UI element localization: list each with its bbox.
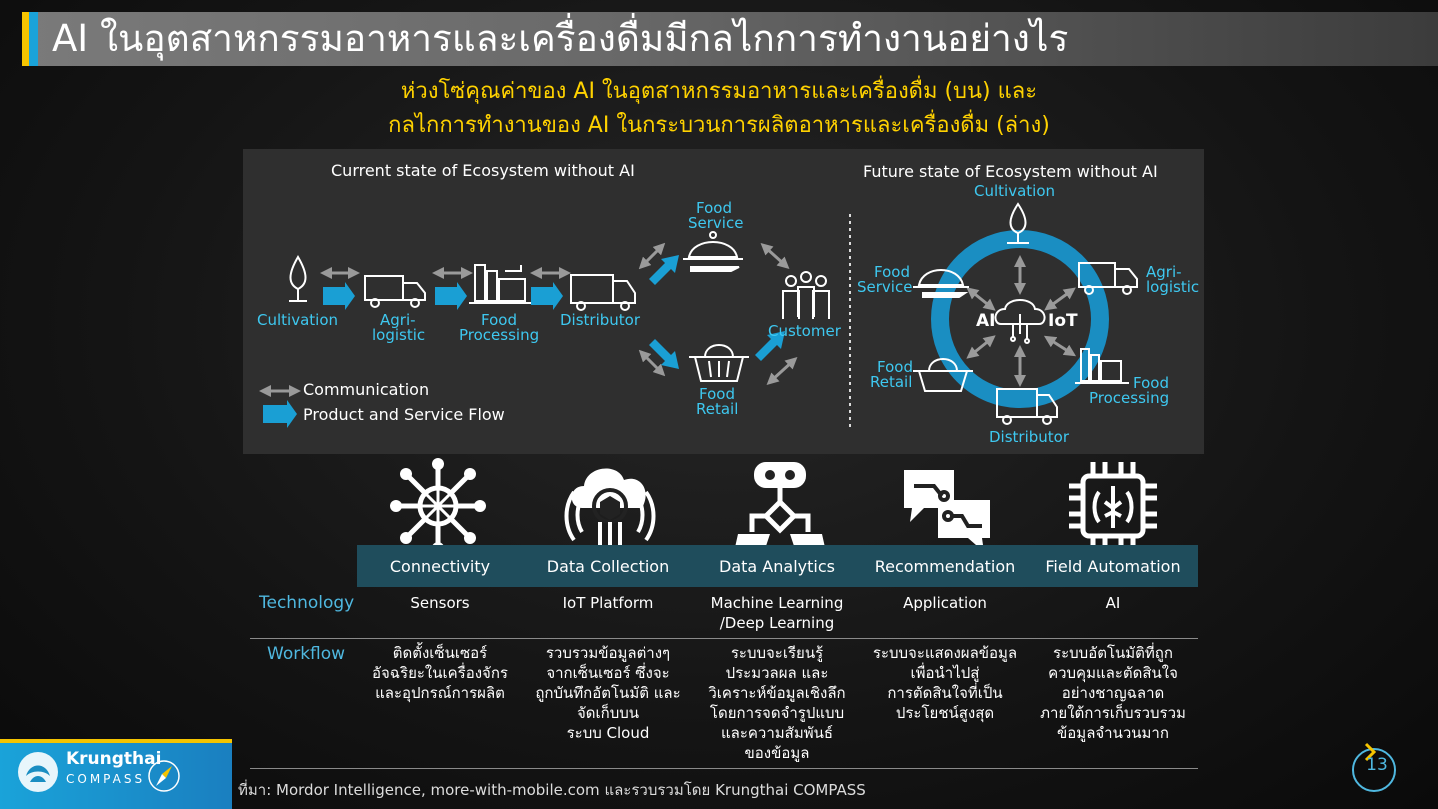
future-label-processing-1: Food — [1133, 374, 1169, 392]
label-distributor: Distributor — [560, 311, 641, 329]
tech-label-connectivity: Connectivity — [389, 557, 491, 576]
ai-iot-ring — [931, 230, 1109, 408]
tech-label-data-analytics: Data Analytics — [719, 557, 835, 576]
title-bar — [22, 12, 1438, 66]
source-note: ที่มา: Mordor Intelligence, more-with-mo… — [238, 781, 866, 799]
future-basket-icon — [913, 358, 973, 392]
title-accent-blue — [29, 12, 38, 66]
row-label-technology: Technology — [259, 593, 355, 613]
page-number-badge — [1352, 742, 1396, 792]
technology-cell: Sensors — [410, 594, 470, 612]
technology-band — [357, 545, 1198, 587]
slide-title: AI ในอุตสาหกรรมอาหารและเครื่องดื่มมีกลไก… — [52, 17, 1069, 60]
cloud-chip-icon — [564, 468, 656, 552]
label-processing-1: Food — [481, 311, 517, 329]
workflow-cell: ระบบจะเรียนรู้ ประมวลผล และ วิเคราะห์ข้อ… — [708, 644, 846, 762]
current-state-heading: Current state of Ecosystem without AI — [331, 161, 635, 180]
brain-chip-icon — [1069, 462, 1157, 550]
row-label-workflow: Workflow — [267, 644, 346, 664]
future-plant-icon — [1007, 202, 1029, 244]
tech-label-recommendation: Recommendation — [874, 557, 1016, 576]
technology-cell: Application — [903, 594, 987, 612]
future-label-retail-1: Food — [877, 358, 913, 376]
future-label-agri-1: Agri- — [1146, 263, 1182, 281]
future-state-heading: Future state of Ecosystem without AI — [863, 162, 1158, 181]
label-agri-1: Agri- — [380, 311, 416, 329]
tech-label-field-automation: Field Automation — [1045, 557, 1181, 576]
future-truck-icon — [1078, 262, 1138, 295]
basket-icon — [689, 344, 749, 382]
diagram-graphics — [259, 202, 1138, 429]
factory-icon — [469, 264, 531, 304]
plant-icon — [289, 255, 307, 302]
customers-icon — [782, 271, 830, 319]
cloche-icon — [683, 231, 743, 272]
future-distributor-truck-icon — [996, 388, 1058, 425]
logo-text: Krungthai — [66, 749, 162, 769]
label-service-1: Food — [696, 199, 732, 217]
label-retail-2: Retail — [696, 400, 739, 418]
workflow-cell: ระบบอัตโนมัติที่ถูก ควบคุมและตัดสินใจ อย… — [1040, 644, 1186, 742]
title-accent-yellow — [22, 12, 29, 66]
legend-flow: Product and Service Flow — [303, 405, 505, 424]
brain-cloud-icon — [994, 299, 1046, 344]
technology-cell: Machine Learning /Deep Learning — [710, 594, 844, 632]
flow-arrows — [263, 255, 785, 428]
label-cultivation: Cultivation — [257, 311, 338, 329]
label-customer: Customer — [768, 322, 841, 340]
future-cloche-icon — [913, 269, 969, 298]
network-icon — [390, 458, 486, 554]
ecosystem-diagram: Current state of Ecosystem without AI Fu… — [243, 149, 1204, 454]
future-label-agri-2: logistic — [1146, 278, 1200, 296]
future-label-cultivation: Cultivation — [974, 182, 1055, 200]
label-processing-2: Processing — [459, 326, 540, 344]
future-communication-arrows — [966, 255, 1077, 387]
future-label-processing-2: Processing — [1089, 389, 1170, 407]
chat-icon — [904, 470, 990, 552]
future-label-service-1: Food — [874, 263, 910, 281]
future-label-ai: AI — [976, 311, 996, 331]
label-agri-2: logistic — [372, 326, 426, 344]
future-label-iot: IoT — [1048, 311, 1078, 331]
tech-label-data-collection: Data Collection — [546, 557, 670, 576]
subtitle-line-2: กลไกการทำงานของ AI ในกระบวนการผลิตอาหารแ… — [388, 113, 1050, 138]
krungthai-logo-icon — [18, 752, 58, 792]
workflow-cell: รวบรวมข้อมูลต่างๆ จากเซ็นเซอร์ ซึ่งจะ ถู… — [535, 644, 681, 742]
workflow-cell: ระบบจะแสดงผลข้อมูล เพื่อนำไปสู่ การตัดสิ… — [872, 644, 1018, 722]
compass-icon — [148, 760, 180, 792]
row-divider — [250, 638, 1198, 639]
technology-cell: IoT Platform — [562, 594, 654, 612]
subtitle-line-1: ห่วงโซ่คุณค่าของ AI ในอุตสาหกรรมอาหารและ… — [400, 79, 1038, 104]
logo-stripe — [0, 739, 232, 743]
logo-subtext: COMPASS — [66, 772, 146, 786]
technology-cell: AI — [1105, 594, 1121, 612]
future-label-service-2: Service — [857, 278, 913, 296]
page-number: 13 — [1366, 755, 1388, 775]
table-bottom-divider — [250, 768, 1198, 769]
robot-flow-icon — [734, 462, 826, 552]
communication-arrows — [259, 242, 798, 397]
label-retail-1: Food — [699, 385, 735, 403]
legend-communication: Communication — [303, 380, 430, 399]
future-factory-icon — [1075, 348, 1129, 384]
label-service-2: Service — [688, 214, 744, 232]
truck-icon — [364, 275, 426, 308]
workflow-cell: ติดตั้งเซ็นเซอร์ อัจฉริยะในเครื่องจักร แ… — [372, 644, 508, 702]
future-label-distributor: Distributor — [989, 428, 1070, 446]
distributor-truck-icon — [570, 274, 636, 311]
future-label-retail-2: Retail — [870, 373, 913, 391]
